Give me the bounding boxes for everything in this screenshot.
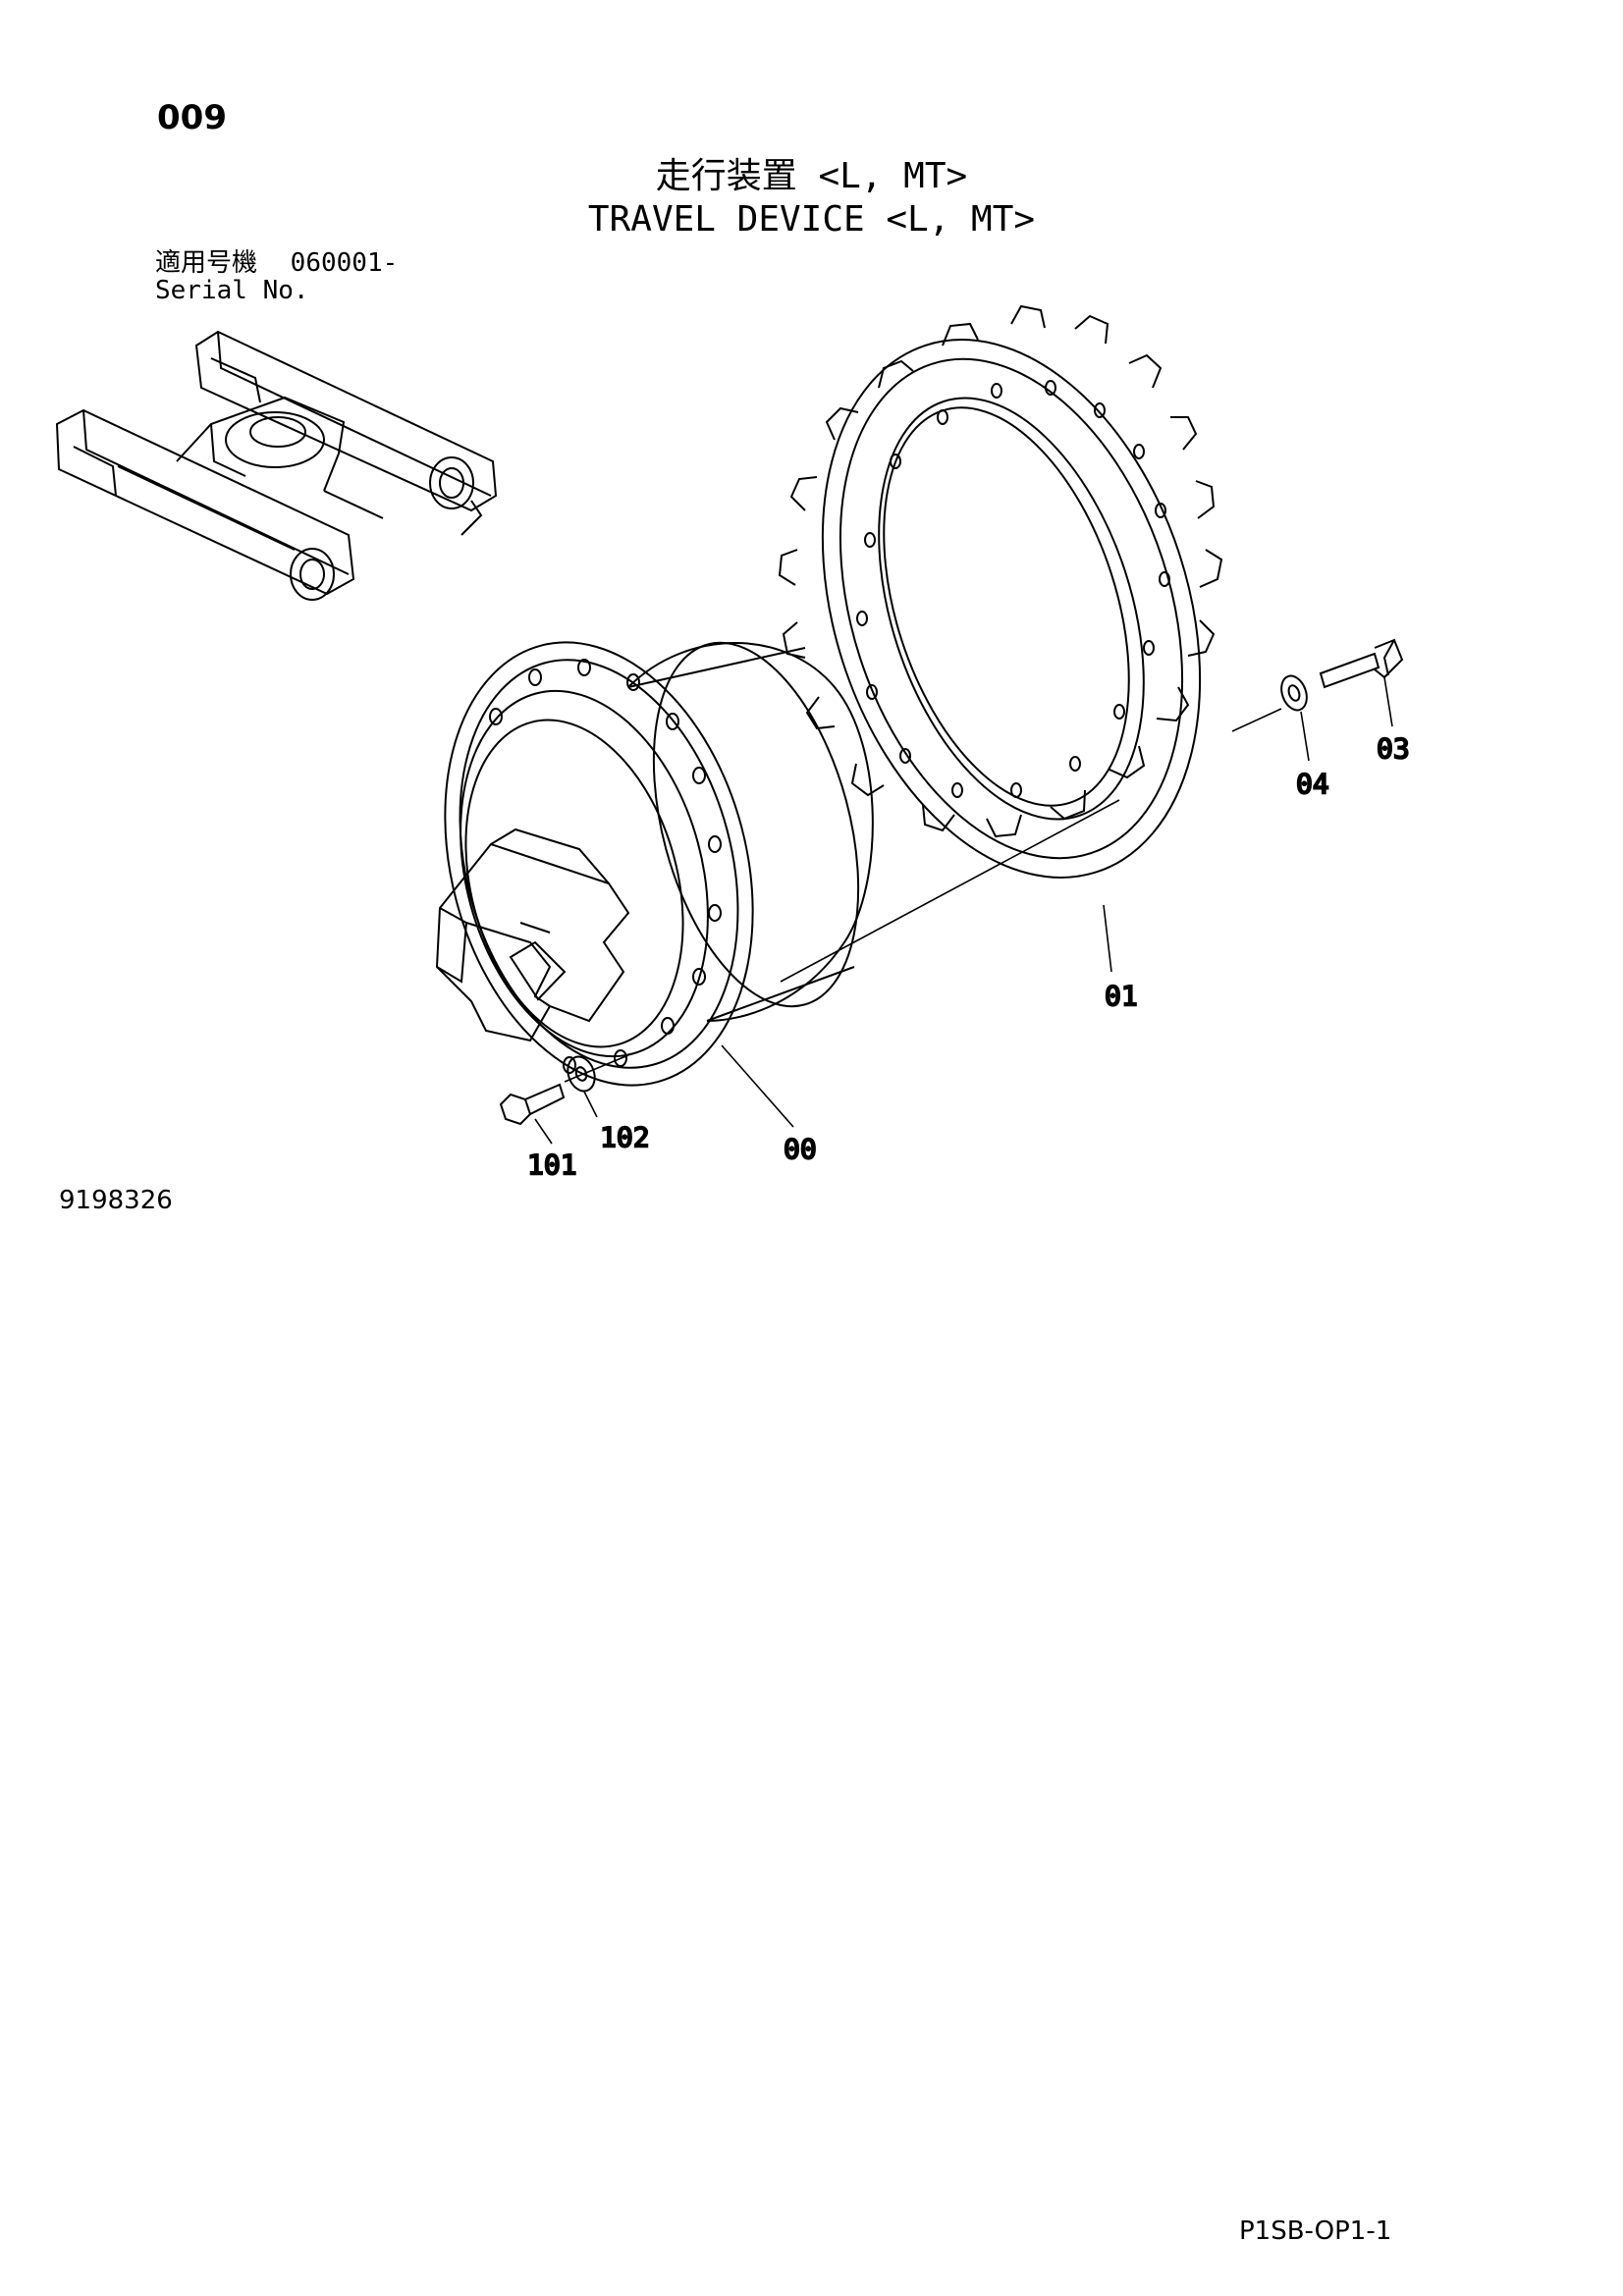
page-number: 009 <box>157 98 227 137</box>
serial-value: 060001- <box>290 248 399 278</box>
drawing-number: 9198326 <box>59 1186 173 1215</box>
callout-04: 04 <box>1296 768 1329 800</box>
travel-motor-illustration <box>435 641 874 1087</box>
page-reference: P1SB-OP1-1 <box>1239 2216 1392 2246</box>
undercarriage-frame-illustration <box>55 330 498 601</box>
callout-03: 03 <box>1377 732 1410 765</box>
flange-bolt-holes <box>489 659 722 1074</box>
title-japanese: 走行装置 <L, MT> <box>655 156 968 196</box>
washer-04-illustration <box>1280 674 1308 712</box>
assembly-centerlines <box>564 708 1282 1083</box>
callout-00: 00 <box>784 1133 817 1165</box>
bolt-03-illustration <box>1319 638 1404 689</box>
serial-label-english: Serial No. <box>155 276 309 305</box>
callout-leaders <box>534 676 1393 1145</box>
title-english: TRAVEL DEVICE <L, MT> <box>587 199 1036 240</box>
bolt-101-illustration <box>499 1083 566 1126</box>
callout-101: 101 <box>527 1148 577 1181</box>
serial-label-japanese: 適用号機 <box>155 248 258 278</box>
sprocket-illustration <box>778 304 1223 879</box>
sprocket-bolt-holes <box>856 380 1170 798</box>
callout-01: 01 <box>1105 980 1138 1012</box>
callout-102: 102 <box>600 1121 650 1153</box>
serial-number-block: 適用号機 060001- Serial No. <box>155 249 398 304</box>
